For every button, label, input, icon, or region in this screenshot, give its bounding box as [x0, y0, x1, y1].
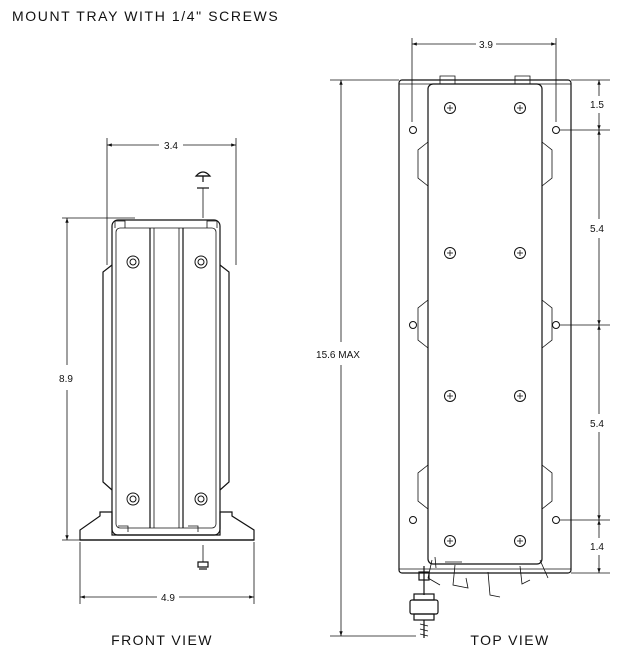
bolt-icon — [126, 255, 140, 269]
mount-hole — [409, 321, 417, 329]
dim-seg-4: 1.4 — [590, 542, 604, 553]
screw-icon — [514, 247, 526, 259]
screw-icon — [514, 535, 526, 547]
screw-icon — [514, 102, 526, 114]
connector-icon — [409, 556, 549, 638]
dim-seg-1: 1.5 — [590, 100, 604, 111]
top-view-label: TOP VIEW — [470, 632, 549, 648]
top-view-drawing: 3.9 15.6 MAX 1.5 5.4 5.4 1.4 TOP VIEW — [316, 38, 610, 648]
dim-front-height: 8.9 — [59, 374, 73, 385]
mount-hole — [409, 126, 417, 134]
front-view-drawing: 3.4 8.9 4.9 FRONT VIEW — [59, 138, 255, 648]
screw-icon — [444, 535, 456, 547]
drawing-title: MOUNT TRAY WITH 1/4" SCREWS — [12, 8, 279, 24]
front-view-label: FRONT VIEW — [111, 632, 213, 648]
dim-front-top-width: 3.4 — [164, 141, 178, 152]
dim-seg-3: 5.4 — [590, 419, 604, 430]
bolt-icon — [194, 255, 208, 269]
top-screw-icon — [194, 171, 212, 218]
screw-icon — [444, 390, 456, 402]
screw-icon — [444, 102, 456, 114]
dim-top-length: 15.6 MAX — [316, 350, 360, 361]
bolt-icon — [194, 492, 208, 506]
mount-hole — [552, 516, 560, 524]
mount-hole — [552, 321, 560, 329]
dim-seg-2: 5.4 — [590, 224, 604, 235]
mount-hole — [409, 516, 417, 524]
screw-icon — [514, 390, 526, 402]
bottom-screw-icon — [197, 545, 209, 570]
mount-hole — [552, 126, 560, 134]
screw-icon — [444, 247, 456, 259]
bolt-icon — [126, 492, 140, 506]
dim-front-base-width: 4.9 — [161, 593, 175, 604]
dim-top-width: 3.9 — [479, 40, 493, 51]
